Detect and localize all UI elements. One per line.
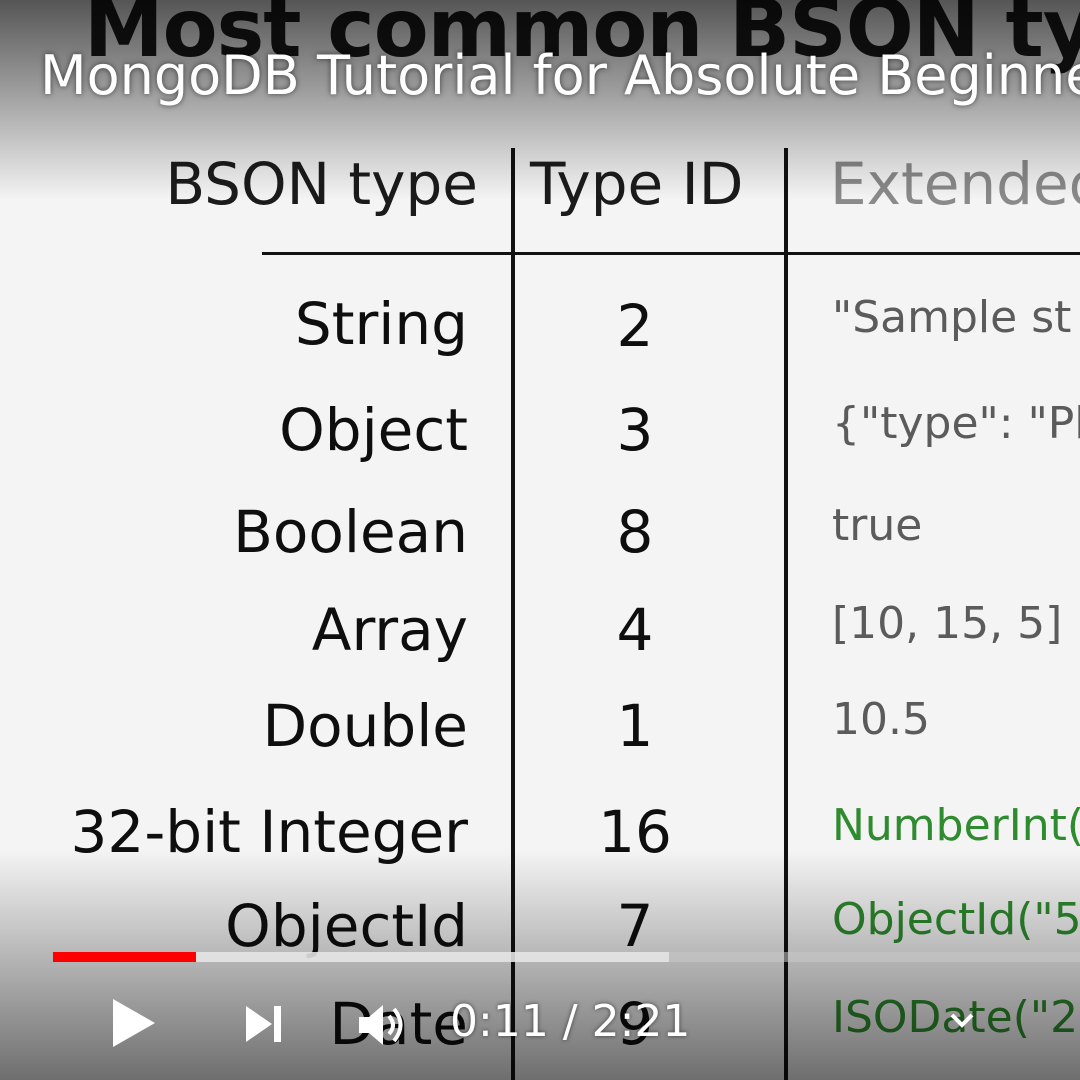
row-type-string: String	[294, 290, 468, 358]
row-id-object: 3	[616, 396, 654, 464]
row-id-double: 1	[616, 692, 654, 760]
progress-bar[interactable]	[53, 952, 1080, 962]
row-ext-string: "Sample st	[832, 292, 1072, 343]
header-divider	[262, 252, 1080, 255]
video-title[interactable]: MongoDB Tutorial for Absolute Beginners	[40, 44, 1080, 107]
play-icon	[113, 999, 155, 1047]
header-type-id: Type ID	[530, 150, 744, 218]
progress-buffered	[53, 952, 670, 962]
next-button[interactable]	[236, 996, 292, 1052]
row-ext-objectid: ObjectId("5	[832, 894, 1080, 945]
column-divider-1	[511, 148, 515, 1080]
row-id-string: 2	[616, 292, 654, 360]
row-id-objectid: 7	[616, 892, 654, 960]
row-ext-boolean: true	[832, 500, 923, 551]
row-id-array: 4	[616, 596, 654, 664]
volume-button[interactable]	[350, 994, 412, 1056]
row-type-double: Double	[262, 692, 468, 760]
row-type-boolean: Boolean	[233, 498, 468, 566]
header-extended: Extended	[830, 150, 1080, 218]
row-id-boolean: 8	[616, 498, 654, 566]
row-ext-int32: NumberInt(	[832, 800, 1080, 851]
row-type-objectid: ObjectId	[225, 892, 468, 960]
volume-icon	[359, 1005, 403, 1045]
play-button[interactable]	[96, 988, 166, 1058]
row-type-int32: 32-bit Integer	[70, 798, 468, 866]
header-bson-type: BSON type	[165, 150, 478, 218]
row-ext-double: 10.5	[832, 694, 930, 745]
row-id-int32: 16	[598, 798, 672, 866]
time-display: 0:11 / 2:21	[450, 996, 691, 1047]
row-ext-array: [10, 15, 5]	[832, 598, 1063, 649]
chevron-down-icon	[950, 1013, 974, 1028]
row-type-object: Object	[279, 396, 468, 464]
next-icon	[246, 1006, 281, 1042]
chapters-chevron-button[interactable]	[940, 998, 984, 1042]
column-divider-2	[784, 148, 788, 1080]
row-type-array: Array	[311, 596, 468, 664]
progress-played	[53, 952, 196, 962]
row-ext-object: {"type": "Ph	[832, 398, 1080, 449]
